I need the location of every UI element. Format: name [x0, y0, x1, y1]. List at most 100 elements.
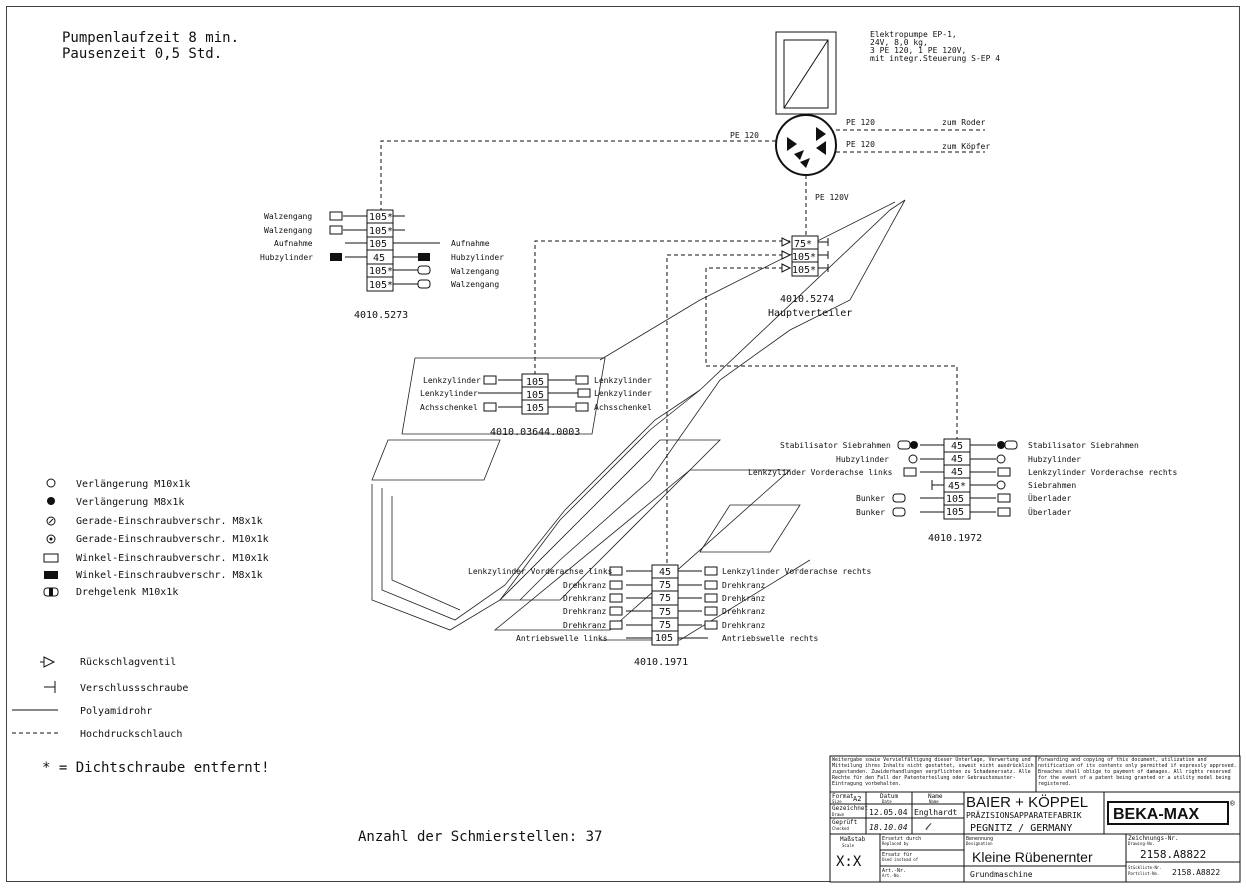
electric-pump [775, 31, 837, 176]
pump-runtime-note: Pumpenlaufzeit 8 min. [62, 30, 239, 46]
pump-pipe-down: PE 120V [815, 193, 849, 202]
dist-5273-id: 4010.5273 [354, 310, 408, 321]
parts-list-label: Stückliste-Nr. [1128, 865, 1162, 870]
machine-outline [371, 199, 906, 641]
legend-fitting-7: Drehgelenk M10x1k [76, 587, 178, 598]
extension-m8-icon [47, 497, 55, 505]
dist-1971-left-1: Lenkzylinder Vorderachse links [468, 567, 613, 576]
pump-pipe-right-1: PE 120 [846, 118, 875, 127]
dist-5273-value-3: 105 [369, 239, 387, 250]
dist-1972-left-5: Bunker [856, 494, 885, 503]
dist-5273-left-2: Walzengang [264, 226, 312, 235]
dist-5273-left-3: Aufnahme [274, 239, 313, 248]
dist-5273-value-1: 105* [369, 212, 393, 223]
dist-1972-right-6: Überlader [1028, 507, 1072, 517]
dist-1971-right-4: Drehkranz [722, 607, 766, 616]
dist-5274-value-2: 105* [792, 252, 816, 263]
dist-1971-left-2: Drehkranz [563, 581, 607, 590]
legend-fitting-6: Winkel-Einschraubverschr. M8x1k [76, 570, 263, 581]
distributor-4010-1971: 45 75 75 75 75 105 [609, 564, 718, 646]
dist-1972-right-1: Stabilisator Siebrahmen [1028, 441, 1139, 450]
dist-1971-right-1: Lenkzylinder Vorderachse rechts [722, 567, 871, 576]
dist-5273-right-6: Walzengang [451, 280, 499, 289]
dist-03644-right-1: Lenkzylinder [594, 376, 652, 385]
dist-1972-left-1: Stabilisator Siebrahmen [780, 441, 891, 450]
art-label: Art.-Nr. [882, 868, 906, 874]
dist-1972-value-4: 45* [948, 481, 966, 492]
scale-value: X:X [836, 854, 862, 870]
format-label: Format [832, 793, 854, 800]
legend-fitting-5: Winkel-Einschraubverschr. M10x1k [76, 553, 269, 564]
designation-sub: Grundmaschine [970, 870, 1033, 879]
legend-line-3: Polyamidrohr [80, 706, 152, 717]
dist-1971-left-4: Drehkranz [563, 607, 607, 616]
company-name: BAIER + KÖPPEL [966, 793, 1088, 811]
check-valve-icon [43, 656, 56, 668]
pump-spec-line-1: Elektropumpe EP-1, [870, 30, 957, 39]
dist-03644-value-1: 105 [526, 377, 544, 388]
dist-1971-value-5: 75 [659, 620, 671, 631]
name-label: Name [928, 793, 943, 800]
scale-label-en: Scale [842, 843, 855, 848]
dist-1972-right-4: Siebrahmen [1028, 481, 1076, 490]
replaced-by-label-en: Replaced by [882, 841, 909, 846]
designation-label-en: Designation [966, 841, 993, 846]
dist-5273-value-2: 105* [369, 226, 393, 237]
dist-1971-value-3: 75 [659, 593, 671, 604]
drawn-label-en: Drawn [832, 812, 845, 817]
distributor-4010-03644-0003: 105 105 105 [478, 373, 591, 415]
pump-pipe-left: PE 120 [730, 131, 759, 140]
parts-list-no: 2158.A8822 [1172, 868, 1220, 877]
dist-1972-right-5: Überlader [1028, 493, 1072, 503]
dist-1972-value-1: 45 [951, 441, 963, 452]
dist-1971-right-2: Drehkranz [722, 581, 766, 590]
dist-1972-left-2: Hubzylinder [836, 455, 889, 464]
dist-5273-value-6: 105* [369, 280, 393, 291]
date-label-en: Date [882, 799, 892, 804]
dist-5274-value-1: 75* [794, 239, 812, 250]
replaces-label-en: Used instead of [882, 857, 919, 862]
dist-03644-value-3: 105 [526, 403, 544, 414]
company-subtitle: PRÄZISIONSAPPARATEFABRIK [966, 810, 1082, 820]
drawing-frame [6, 6, 1240, 882]
copyright-de: Weitergabe sowie Vervielfältigung dieser… [832, 757, 1034, 787]
distributor-4010-5274: 75* 105* 105* [781, 235, 829, 277]
dist-1971-right-3: Drehkranz [722, 594, 766, 603]
dist-1971-id: 4010.1971 [634, 657, 688, 668]
drawing-no-label: Zeichnungs-Nr. [1128, 835, 1179, 842]
legend-fitting-2: Verlängerung M8x1k [76, 497, 184, 508]
dist-5273-right-5: Walzengang [451, 267, 499, 276]
pump-spec-line-2: 24V, 8,0 kg, [870, 38, 928, 47]
art-label-en: Art.-No. [882, 873, 901, 878]
checked-date: 18.10.04 [869, 823, 908, 832]
format-value: A2 [853, 795, 861, 803]
dist-1971-left-3: Drehkranz [563, 594, 607, 603]
dist-03644-left-3: Achsschenkel [420, 403, 478, 412]
replaces-label: Ersatz für [882, 852, 912, 858]
dist-1971-value-6: 105 [655, 633, 673, 644]
scale-label: Maßstab [840, 836, 866, 843]
legend-note: * = Dichtschraube entfernt! [42, 760, 270, 776]
designation: Kleine Rübenernter [972, 849, 1093, 865]
beka-max-logo: BEKA-MAX ® [1107, 799, 1235, 825]
dist-1971-value-2: 75 [659, 580, 671, 591]
dist-5273-right-3: Aufnahme [451, 239, 490, 248]
extension-m10-icon [46, 478, 56, 488]
dist-03644-value-2: 105 [526, 390, 544, 401]
dist-5273-right-4: Hubzylinder [451, 253, 504, 262]
dist-5273-value-5: 105* [369, 266, 393, 277]
legend-fitting-4: Gerade-Einschraubverschr. M10x1k [76, 534, 269, 545]
designation-label: Benennung [966, 836, 993, 842]
legend-fitting-3: Gerade-Einschraubverschr. M8x1k [76, 516, 263, 527]
angle-fitting-m10-icon [43, 553, 59, 563]
registered-mark: ® [1230, 799, 1235, 808]
checked-label: Geprüft [832, 819, 858, 826]
distributor-4010-1972: 45 45 45 45* 105 105 [892, 438, 1018, 520]
legend-line-1: Rückschlagventil [80, 657, 176, 668]
dist-1972-value-6: 105 [946, 507, 964, 518]
dist-1972-left-6: Bunker [856, 508, 885, 517]
dist-1971-value-1: 45 [659, 567, 671, 578]
drawn-date: 12.05.04 [869, 808, 908, 817]
dist-1972-value-2: 45 [951, 454, 963, 465]
